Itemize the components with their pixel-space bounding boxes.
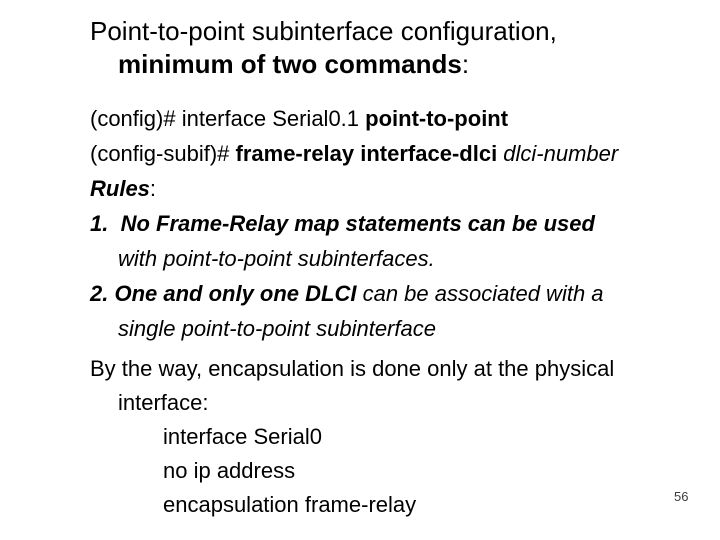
note-line-1: By the way, encapsulation is done only a… [90, 356, 615, 381]
command-line-1-prompt: (config)# interface Serial0.1 [90, 106, 366, 131]
command-line-2-argument: dlci-number [503, 141, 619, 166]
command-line-2: (config-subif)# frame-relay interface-dl… [90, 136, 618, 171]
title-line-2: minimum of two commands: [90, 48, 557, 81]
config-line-no-ip: no ip address [163, 458, 296, 483]
command-line-1: (config)# interface Serial0.1 point-to-p… [90, 101, 618, 136]
rules-heading: Rules: [90, 171, 618, 206]
command-line-2-prompt: (config-subif)# [90, 141, 236, 166]
slide-title: Point-to-point subinterface configuratio… [90, 15, 557, 81]
rule-item-2-line-1: 2. One and only one DLCI can be associat… [90, 276, 618, 311]
command-line-2-keyword: frame-relay interface-dlci [235, 141, 504, 166]
title-line-2-bold: minimum of two commands [118, 49, 462, 79]
rule-item-1-line-1: 1. No Frame-Relay map statements can be … [90, 211, 595, 236]
rule-item-2-line-2: single point-to-point subinterface [118, 316, 436, 341]
note-block: By the way, encapsulation is done only a… [90, 352, 614, 522]
rules-heading-colon: : [149, 176, 157, 201]
note-line-2: interface: [118, 390, 209, 415]
rules-heading-word: Rules [90, 176, 150, 201]
config-line-encapsulation: encapsulation frame-relay [163, 492, 417, 517]
config-line-interface: interface Serial0 [163, 424, 322, 449]
rule-item-2-rest: can be associated with a [356, 281, 604, 306]
page-number: 56 [674, 489, 689, 504]
rule-item-1-line-2: with point-to-point subinterfaces. [118, 246, 435, 271]
title-line-1: Point-to-point subinterface configuratio… [90, 16, 557, 46]
rule-item-2-bold: 2. One and only one DLCI [90, 281, 357, 306]
command-line-1-keyword: point-to-point [365, 106, 509, 131]
command-and-rules-block: (config)# interface Serial0.1 point-to-p… [90, 101, 618, 346]
title-line-2-colon: : [461, 49, 470, 79]
